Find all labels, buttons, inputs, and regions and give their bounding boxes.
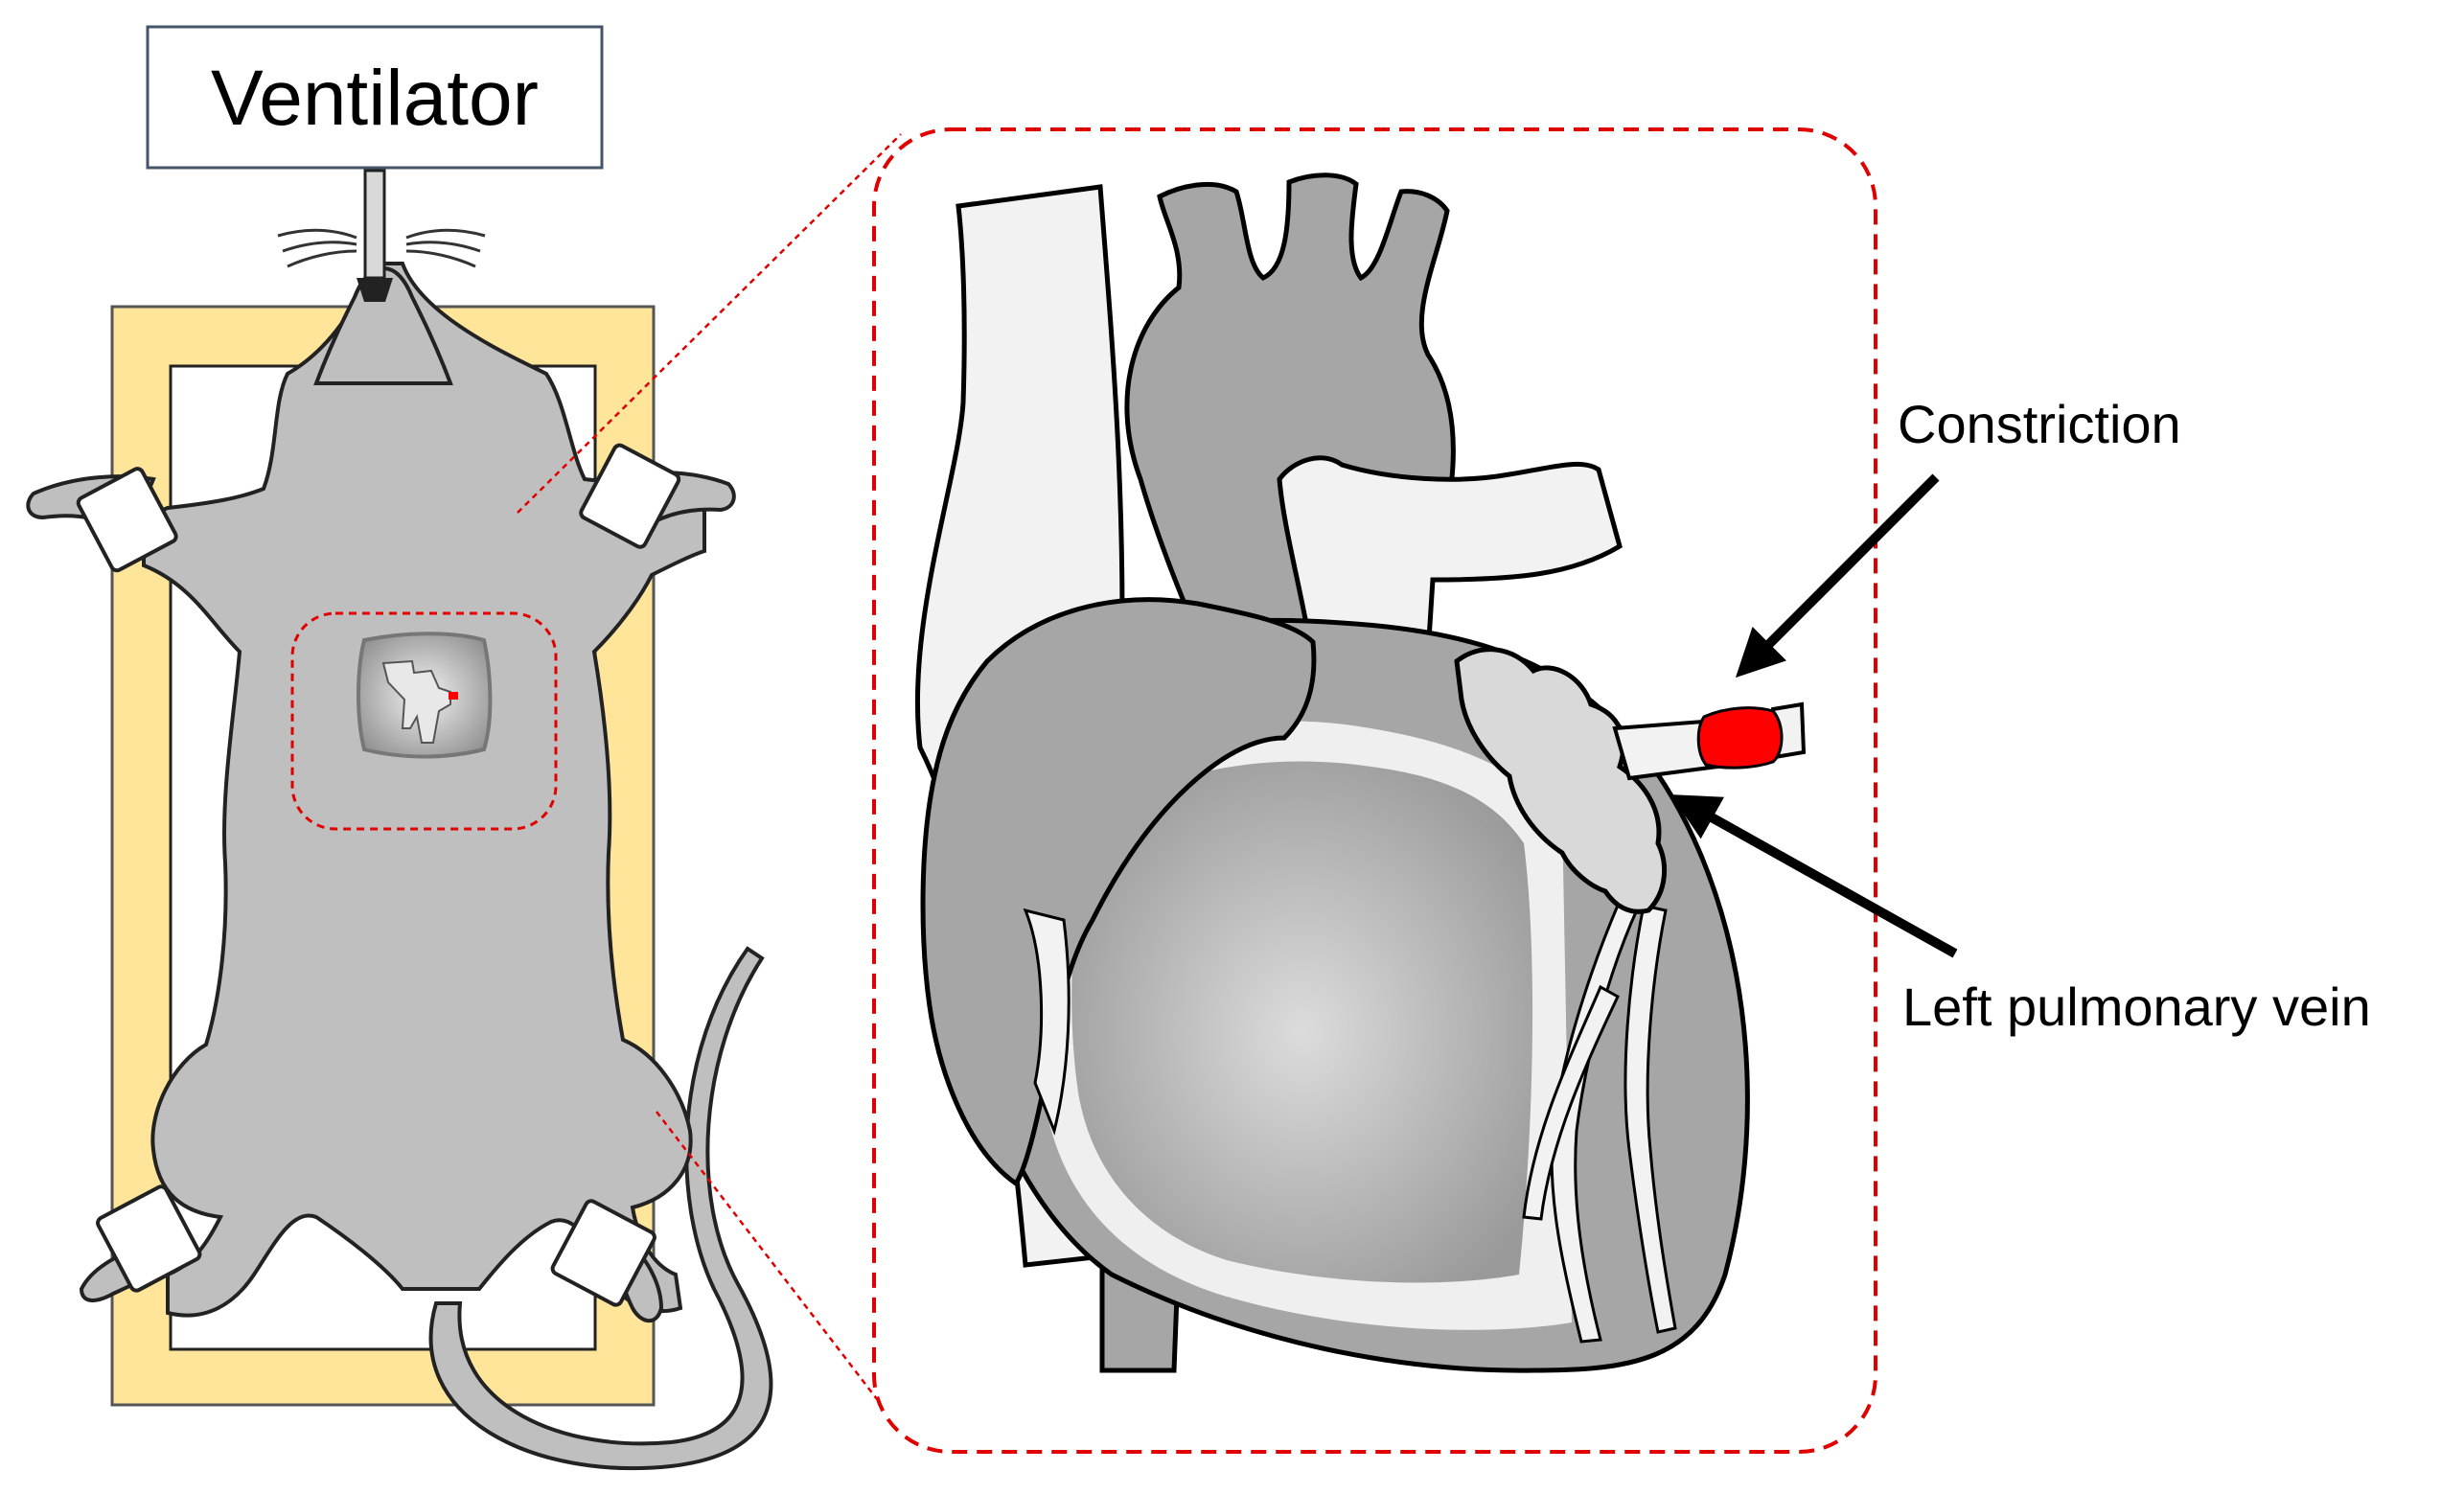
left-atrial-appendage bbox=[1454, 647, 1668, 914]
callout-small bbox=[290, 611, 558, 831]
mouse-illustration bbox=[142, 262, 706, 1318]
constriction-band bbox=[1696, 706, 1784, 770]
constriction-arrow-icon bbox=[1735, 473, 1940, 678]
mouse-tail bbox=[428, 946, 773, 1471]
ventilator-label-box: Ventilator bbox=[146, 25, 604, 170]
coronary-vessels bbox=[1522, 899, 1677, 1344]
zoom-lines bbox=[517, 133, 902, 1400]
pulmonary-vein-arrow-icon bbox=[1670, 794, 1958, 958]
chest-incision-window bbox=[357, 632, 493, 759]
callout-large bbox=[872, 127, 1877, 1454]
restraint-tape bbox=[76, 443, 681, 1307]
arrows bbox=[1670, 473, 1958, 958]
right-atrium bbox=[920, 597, 1317, 1187]
constriction-label: Constriction bbox=[1898, 394, 2181, 454]
left-ventricle bbox=[1071, 761, 1533, 1283]
ventilator-label: Ventilator bbox=[211, 55, 539, 142]
ventilator-tube bbox=[357, 169, 393, 302]
left-pulmonary-vein-label: Left pulmonary vein bbox=[1902, 977, 2371, 1037]
heart-illustration bbox=[914, 172, 1807, 1373]
mouse-whiskers bbox=[277, 228, 486, 268]
